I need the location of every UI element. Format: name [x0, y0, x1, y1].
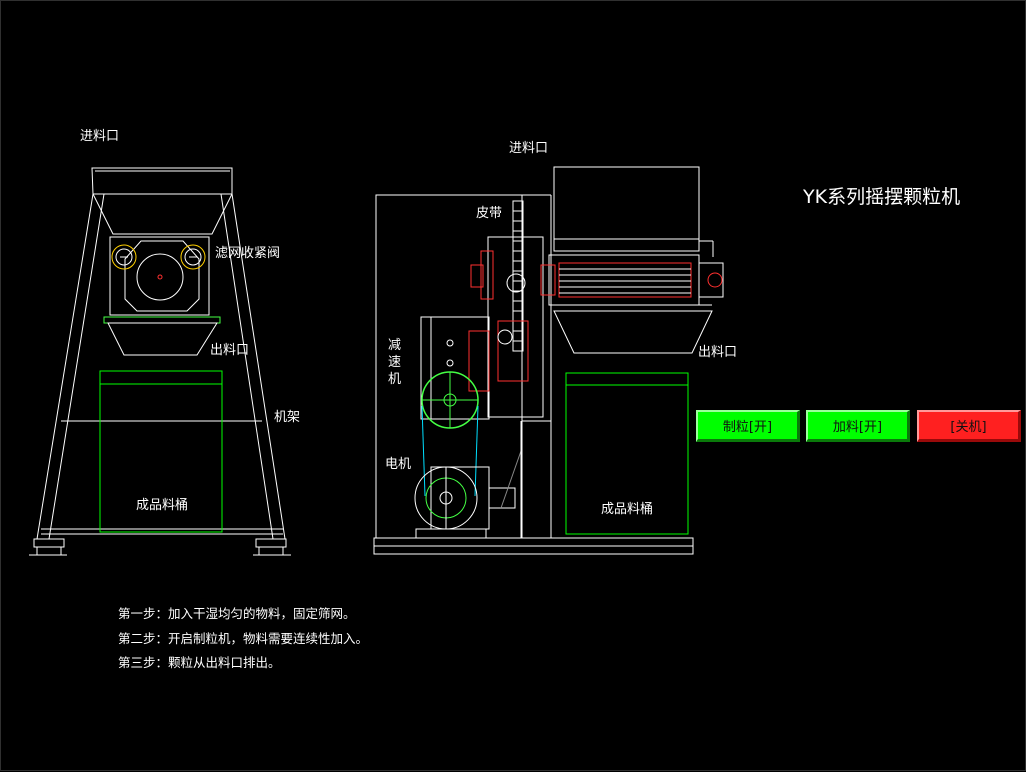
- filter-tension-valve-left: [111, 244, 137, 270]
- right-product-bucket: [565, 372, 689, 535]
- gearbox: [470, 236, 544, 418]
- motor-label: 电机: [385, 457, 412, 472]
- right-outlet-chute: [553, 304, 713, 354]
- left-product-bucket: [99, 370, 223, 533]
- left-bucket-label: 成品料桶: [136, 498, 189, 513]
- step-2: 第二步：开启制粒机，物料需要连续性加入。: [118, 630, 369, 646]
- side-view-machine: [373, 166, 724, 555]
- shutdown-button[interactable]: [关机]: [917, 410, 1021, 442]
- right-inlet-hopper: [553, 166, 714, 257]
- reducer-pulley: [421, 371, 479, 429]
- granulator-body-front: [103, 236, 221, 356]
- right-inlet-label: 进料口: [509, 141, 549, 156]
- feed-on-button[interactable]: 加料[开]: [806, 410, 910, 442]
- left-inlet-label: 进料口: [80, 129, 120, 144]
- step-1: 第一步：加入干湿均匀的物料，固定筛网。: [118, 606, 356, 621]
- motor-belt: [421, 405, 479, 497]
- frame-label: 机架: [274, 410, 301, 425]
- side-base: [373, 537, 694, 555]
- front-view-machine: [29, 167, 291, 556]
- speed-reducer: [420, 316, 490, 420]
- belt-label: 皮带: [476, 206, 503, 221]
- drive-belt: [512, 200, 524, 352]
- left-outlet-label: 出料口: [210, 343, 250, 358]
- granulate-on-button[interactable]: 制粒[开]: [696, 410, 800, 442]
- right-outlet-label: 出料口: [698, 345, 738, 360]
- electric-motor: [414, 421, 522, 539]
- operation-steps: 第一步：加入干湿均匀的物料，固定筛网。 第二步：开启制粒机，物料需要连续性加入。…: [118, 602, 368, 676]
- right-bucket-label: 成品料桶: [601, 502, 654, 517]
- left-valve-label: 滤网收紧阀: [215, 246, 281, 261]
- machine-frame: [29, 193, 291, 556]
- reducer-label: 减速机: [388, 338, 402, 387]
- step-3: 第三步：颗粒从出料口排出。: [118, 655, 281, 670]
- rotor-drum: [540, 254, 724, 306]
- left-inlet-hopper: [91, 167, 233, 235]
- filter-tension-valve-right: [180, 244, 206, 270]
- page-title: YK系列摇摆颗粒机: [803, 186, 961, 208]
